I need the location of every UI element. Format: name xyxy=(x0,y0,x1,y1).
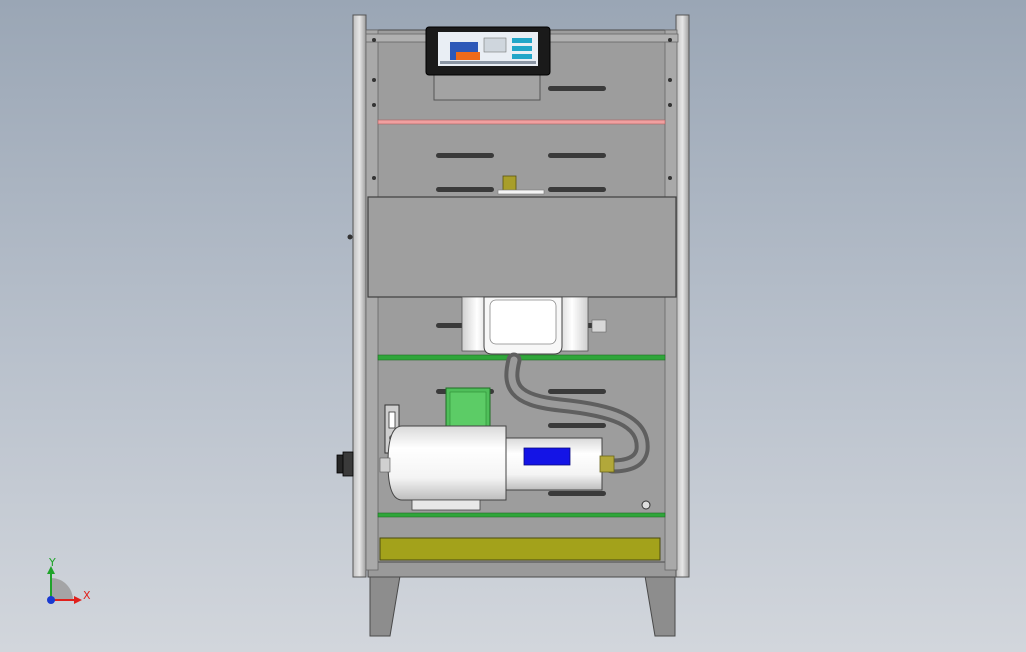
screen-widget-status[interactable] xyxy=(456,52,480,60)
electric-motor[interactable] xyxy=(379,387,615,511)
left-leg[interactable] xyxy=(369,575,401,637)
left-post[interactable] xyxy=(352,14,367,578)
triad-quadrant xyxy=(51,578,73,600)
front-cover-plate[interactable] xyxy=(367,196,677,298)
right-inner-rail xyxy=(664,29,678,571)
screen-button-3[interactable] xyxy=(512,54,532,59)
y-axis-label: Y xyxy=(48,556,56,569)
base-tray[interactable] xyxy=(379,537,661,561)
motor-feet xyxy=(411,499,481,511)
support-legs[interactable] xyxy=(367,560,677,637)
coordinate-triad: Y X xyxy=(47,556,91,604)
base-plinth[interactable] xyxy=(367,560,677,578)
lower-shelf[interactable] xyxy=(377,512,666,518)
top-fitting[interactable] xyxy=(497,175,545,195)
y-axis-arrow xyxy=(47,566,55,574)
shaft-coupling[interactable] xyxy=(523,447,571,466)
screen-button-2[interactable] xyxy=(512,46,532,51)
left-inner-rail xyxy=(365,29,379,571)
right-leg[interactable] xyxy=(644,575,676,637)
screen-button-1[interactable] xyxy=(512,38,532,43)
x-axis-arrow xyxy=(74,596,82,604)
pump-head[interactable] xyxy=(461,296,607,355)
side-connector[interactable] xyxy=(336,451,354,477)
top-compartment xyxy=(425,26,551,101)
z-axis-point xyxy=(47,596,55,604)
mount-bolt xyxy=(641,500,651,510)
screen-footer-bar xyxy=(440,61,536,64)
screen-mount-plate xyxy=(433,73,541,101)
middle-shelf[interactable] xyxy=(377,354,666,361)
rivets xyxy=(347,38,672,240)
right-post[interactable] xyxy=(675,14,690,578)
x-axis-label: X xyxy=(83,589,91,602)
screen-widget-image[interactable] xyxy=(483,37,507,53)
hmi-touchscreen[interactable] xyxy=(425,26,551,76)
upper-divider[interactable] xyxy=(377,119,666,125)
